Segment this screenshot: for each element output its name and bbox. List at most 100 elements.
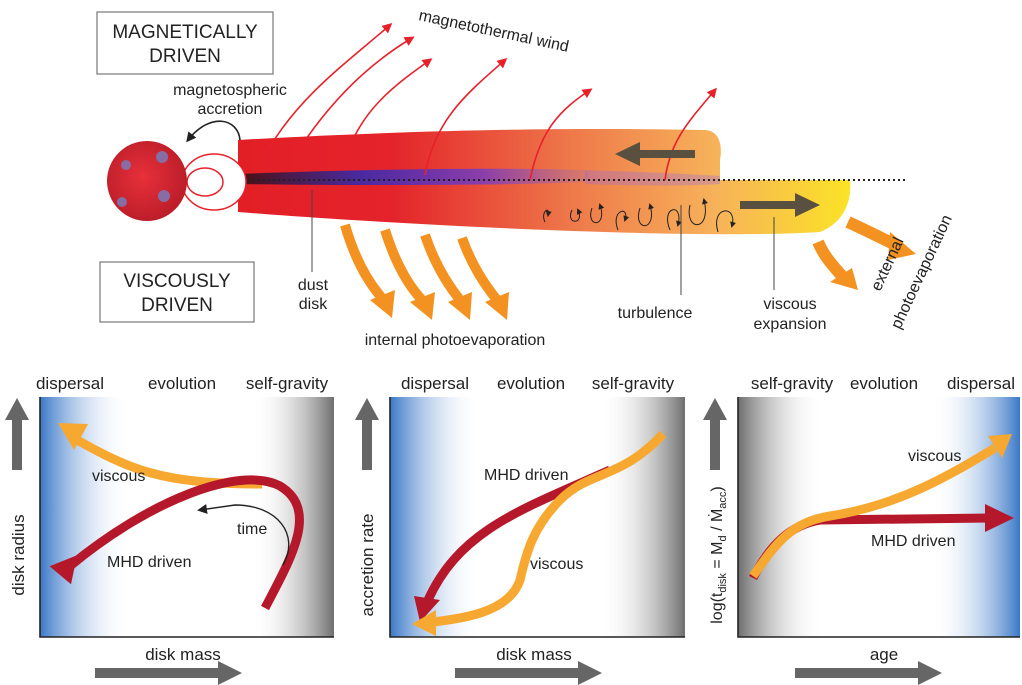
ylabel-part: = M bbox=[709, 542, 726, 574]
dust-disk-extension bbox=[585, 170, 720, 186]
ylabel-part: log(t bbox=[709, 592, 726, 624]
wind-line bbox=[664, 87, 717, 181]
header-self-gravity: self-gravity bbox=[246, 374, 329, 393]
outward-flow-arrow bbox=[740, 193, 820, 217]
photoevap-head bbox=[448, 292, 472, 320]
header-self-gravity: self-gravity bbox=[751, 374, 834, 393]
viscous-box-line1: VISCOUSLY bbox=[123, 271, 231, 292]
curl bbox=[615, 210, 630, 231]
xlabel-age: age bbox=[870, 645, 898, 664]
mhd-arrowhead bbox=[985, 504, 1014, 532]
top-schematic: MAGNETICALLY DRIVEN VISCOUSLY DRIVEN mag… bbox=[96, 7, 956, 349]
header-evolution: evolution bbox=[850, 374, 918, 393]
curl bbox=[688, 198, 708, 226]
internal-photoevaporation-label: internal photoevaporation bbox=[365, 332, 546, 349]
internal-photoevap-arrows bbox=[340, 223, 501, 304]
header-evolution: evolution bbox=[497, 374, 565, 393]
external-label: external bbox=[868, 235, 907, 294]
viscous-arrowhead bbox=[58, 423, 88, 450]
photoevap-head bbox=[410, 292, 435, 320]
curl bbox=[590, 203, 605, 224]
turbulence-curls bbox=[543, 198, 736, 233]
ylabel-accretion-rate: accretion rate bbox=[358, 514, 377, 617]
internal-photoevap-heads bbox=[370, 290, 509, 320]
wind-line bbox=[299, 36, 415, 149]
header-evolution: evolution bbox=[148, 374, 216, 393]
viscous-curve bbox=[431, 430, 667, 627]
label-time: time bbox=[237, 521, 267, 538]
mhd-curve bbox=[67, 475, 304, 611]
accretion-arrow bbox=[186, 120, 241, 143]
label-mhd-driven: MHD driven bbox=[871, 533, 955, 550]
label-viscous: viscous bbox=[530, 556, 583, 573]
panel-disk-lifetime: self-gravity evolution dispersal log(tdi… bbox=[703, 374, 1020, 685]
time-arrow bbox=[197, 504, 290, 566]
viscous-box-line2: DRIVEN bbox=[141, 295, 213, 316]
panel-axes bbox=[737, 397, 1020, 638]
viscous-curve bbox=[749, 444, 998, 579]
disk-label: disk bbox=[299, 296, 328, 313]
dust-disk-layer bbox=[238, 168, 589, 186]
magnetic-box bbox=[96, 11, 274, 75]
magnetospheric-label: magnetospheric bbox=[173, 82, 287, 99]
photoevap-arrow bbox=[420, 233, 464, 304]
photoevap-arrow bbox=[380, 228, 426, 304]
x-axis-arrow bbox=[95, 661, 242, 685]
photoevap-head bbox=[370, 290, 395, 318]
curl bbox=[716, 210, 736, 233]
ylabel-log-tdisk: log(tdisk = Md / Ṁacc) bbox=[707, 486, 729, 624]
mhd-arrowhead bbox=[49, 555, 77, 585]
wind-line bbox=[529, 88, 593, 181]
self-gravity-zone bbox=[252, 397, 334, 637]
label-viscous: viscous bbox=[908, 448, 961, 465]
ylabel-disk-radius: disk radius bbox=[9, 514, 28, 595]
magnetic-box-line2: DRIVEN bbox=[149, 46, 221, 67]
curl bbox=[570, 208, 583, 222]
viscous-label: viscous bbox=[763, 296, 816, 313]
header-self-gravity: self-gravity bbox=[592, 374, 675, 393]
ylabel-sub-d: d bbox=[717, 535, 729, 541]
x-axis-arrow bbox=[455, 661, 602, 685]
magnetic-box-line1: MAGNETICALLY bbox=[112, 22, 258, 43]
viscous-arrowhead bbox=[988, 434, 1012, 458]
panel-accretion-rate: dispersal evolution self-gravity accreti… bbox=[355, 374, 685, 685]
star-spot bbox=[117, 197, 127, 207]
star-spot bbox=[158, 190, 170, 202]
label-viscous: viscous bbox=[92, 468, 145, 485]
y-axis-arrow bbox=[703, 398, 727, 470]
wind-line bbox=[267, 23, 393, 151]
dust-label: dust bbox=[298, 277, 329, 294]
ext-photoevap-head bbox=[830, 268, 858, 290]
photoevap-head bbox=[485, 292, 509, 320]
magnetothermal-wind-label: magnetothermal wind bbox=[417, 7, 570, 55]
viscous-box bbox=[99, 261, 255, 323]
curl bbox=[543, 209, 552, 223]
turbulence-label: turbulence bbox=[618, 305, 693, 322]
inward-flow-arrow bbox=[615, 142, 695, 166]
curl bbox=[667, 209, 682, 231]
curl bbox=[638, 203, 655, 227]
accretion-label: accretion bbox=[198, 101, 263, 118]
xlabel-disk-mass: disk mass bbox=[496, 645, 572, 664]
viscous-arrowhead bbox=[412, 610, 436, 636]
ext-photoevap-arrow bbox=[812, 239, 847, 280]
wind-line bbox=[344, 58, 433, 161]
y-axis-arrow bbox=[355, 398, 379, 470]
panel-axes bbox=[39, 397, 334, 638]
ylabel-part: / Ṁ bbox=[707, 509, 726, 536]
self-gravity-zone bbox=[600, 397, 685, 637]
external-photoevap-heads bbox=[830, 232, 916, 290]
star-spot bbox=[156, 151, 168, 163]
y-axis-arrow bbox=[5, 398, 29, 470]
ext-photoevap-head bbox=[888, 232, 916, 260]
label-mhd-driven: MHD driven bbox=[484, 467, 568, 484]
mhd-arrowhead bbox=[414, 596, 440, 622]
header-dispersal: dispersal bbox=[947, 374, 1015, 393]
xlabel-disk-mass: disk mass bbox=[145, 645, 221, 664]
ylabel-sub-disk: disk bbox=[717, 573, 729, 593]
dispersal-zone bbox=[40, 397, 130, 637]
field-loop-inner bbox=[186, 167, 224, 197]
header-dispersal: dispersal bbox=[401, 374, 469, 393]
photoevaporation-label: photoevaporation bbox=[888, 212, 956, 331]
